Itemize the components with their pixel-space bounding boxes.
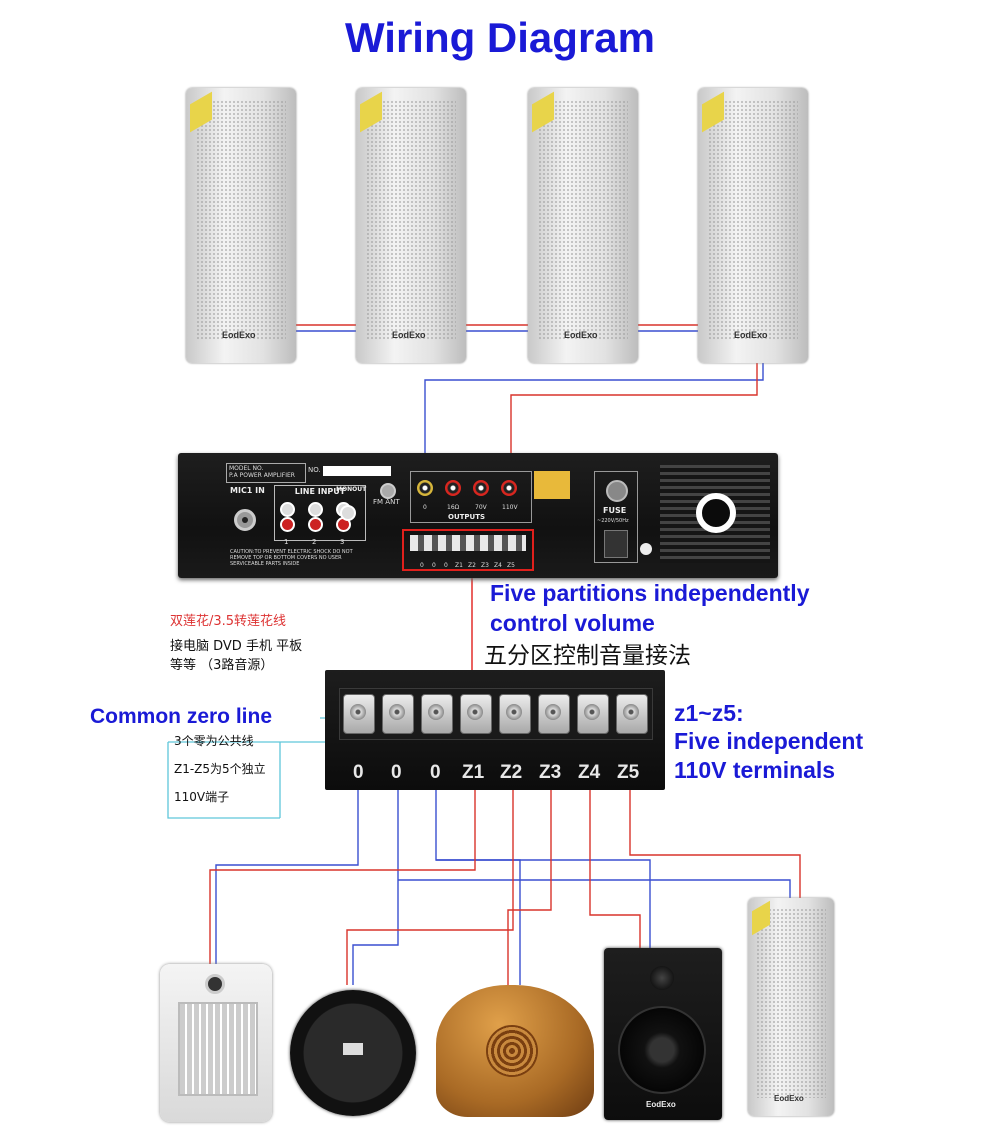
speaker-brand: EodExo xyxy=(392,330,426,340)
z-terminals-line1: z1~z5: xyxy=(674,700,744,726)
terminal-screw-z2[interactable] xyxy=(499,694,531,734)
terminal-label: Z4 xyxy=(578,762,601,783)
terminal-label: 0 xyxy=(391,762,402,783)
terminal-screw-0b[interactable] xyxy=(382,694,414,734)
sources-note-line1: 接电脑 DVD 手机 平板 xyxy=(170,639,303,654)
fm-ant-label: FM ANT xyxy=(373,498,400,506)
line-channel-2: 2 xyxy=(312,538,317,546)
line-input-label: LINE INPUT xyxy=(294,487,346,496)
five-partitions-line1: Five partitions independently xyxy=(490,580,810,606)
mini-terminal-strip xyxy=(402,529,534,571)
terminal-label: 0 xyxy=(353,762,364,783)
fuse-label: FUSE xyxy=(603,506,627,515)
tap-label: 70V xyxy=(475,504,487,511)
terminal-label: Z3 xyxy=(539,762,562,783)
column-speaker-1: EodExo xyxy=(186,88,296,363)
serial-sticker xyxy=(323,466,391,476)
wall-mount-speaker xyxy=(160,964,272,1122)
five-partitions-cn: 五分区控制音量接法 xyxy=(484,643,691,669)
fuse-holder[interactable] xyxy=(606,480,628,502)
outputs-label: OUTPUTS xyxy=(448,513,486,521)
zone-wires xyxy=(209,740,801,985)
fuse-panel: FUSE ~220V/50Hz xyxy=(594,471,638,563)
column-speaker-2: EodExo xyxy=(356,88,466,363)
mini-label: Z3 xyxy=(481,562,489,569)
model-value: P.A POWER AMPLIFIER xyxy=(229,472,295,479)
common-zero-label: Common zero line xyxy=(90,705,273,728)
common-zero-cn-line1: 3个零为公共线 xyxy=(174,734,254,748)
terminal-screw-z3[interactable] xyxy=(538,694,570,734)
rca-cable-note: 双莲花/3.5转莲花线 xyxy=(170,614,287,629)
monout-jack[interactable] xyxy=(340,505,356,521)
fuse-rating: ~220V/50Hz xyxy=(597,518,629,524)
rca-jack-red[interactable] xyxy=(280,517,295,532)
top-speaker-row: EodExo EodExo EodExo EodExo xyxy=(0,0,1000,380)
rca-jack-red[interactable] xyxy=(308,517,323,532)
terminal-label: Z1 xyxy=(462,762,485,783)
speaker-brand: EodExo xyxy=(774,1094,804,1103)
tap-label: 110V xyxy=(502,504,518,511)
terminal-screw-0c[interactable] xyxy=(421,694,453,734)
tap-terminal-110v[interactable] xyxy=(501,480,517,496)
column-speaker-3: EodExo xyxy=(528,88,638,363)
line-input-group: LINE INPUT xyxy=(274,485,366,541)
terminal-block xyxy=(325,670,665,790)
mini-label: Z4 xyxy=(494,562,502,569)
terminal-screw-z4[interactable] xyxy=(577,694,609,734)
mini-label: Z1 xyxy=(455,562,463,569)
speaker-brand: EodExo xyxy=(646,1100,676,1109)
output-taps: 0 16Ω 70V 110V xyxy=(410,471,532,523)
rca-jack-white[interactable] xyxy=(280,502,295,517)
speaker-brand: EodExo xyxy=(734,330,768,340)
common-zero-cn-line2: Z1-Z5为5个独立 xyxy=(174,762,266,776)
z-terminals-line2: Five independent xyxy=(674,728,864,754)
power-indicator xyxy=(640,543,652,555)
column-speaker-small: EodExo xyxy=(748,898,834,1116)
mini-label: 0 xyxy=(432,562,436,569)
model-plate: MODEL NO. P.A POWER AMPLIFIER xyxy=(226,463,306,483)
line-channel-1: 1 xyxy=(284,538,289,546)
common-zero-cn-line3: 110V端子 xyxy=(174,790,230,804)
terminal-screw-z1[interactable] xyxy=(460,694,492,734)
tap-terminal-70v[interactable] xyxy=(473,480,489,496)
fan-grille xyxy=(660,465,770,563)
monout-label: MONOUT xyxy=(336,486,367,493)
line-channel-3: 3 xyxy=(340,538,345,546)
terminal-label: Z5 xyxy=(617,762,640,783)
rock-speaker xyxy=(436,985,594,1117)
mini-label: 0 xyxy=(420,562,424,569)
warning-sticker xyxy=(534,471,570,499)
amplifier-rear-panel: MODEL NO. P.A POWER AMPLIFIER NO. MIC1 I… xyxy=(178,453,778,578)
diagram-title: Wiring Diagram xyxy=(345,14,655,61)
caution-text: CAUTION:TO PREVENT ELECTRIC SHOCK DO NOT… xyxy=(230,549,353,567)
speaker-brand: EodExo xyxy=(222,330,256,340)
sources-note-line2: 等等 （3路音源） xyxy=(170,658,274,673)
terminal-screw-0a[interactable] xyxy=(343,694,375,734)
column-speaker-4: EodExo xyxy=(698,88,808,363)
mini-label: Z2 xyxy=(468,562,476,569)
tap-label: 0 xyxy=(423,504,427,511)
terminal-label: Z2 xyxy=(500,762,523,783)
z-terminals-line3: 110V terminals xyxy=(674,757,836,783)
tap-label: 16Ω xyxy=(447,504,460,511)
power-socket[interactable] xyxy=(604,530,628,558)
terminal-label: 0 xyxy=(430,762,441,783)
mini-label: 0 xyxy=(444,562,448,569)
top-speaker-wires xyxy=(295,324,764,480)
bookshelf-speaker: EodExo xyxy=(604,948,722,1120)
tap-terminal-16ohm[interactable] xyxy=(445,480,461,496)
rca-jack-white[interactable] xyxy=(308,502,323,517)
mic-in-label: MIC1 IN xyxy=(230,486,265,495)
mini-label: Z5 xyxy=(507,562,515,569)
speaker-brand: EodExo xyxy=(564,330,598,340)
terminal-screw-z5[interactable] xyxy=(616,694,648,734)
model-label: MODEL NO. xyxy=(229,465,264,472)
five-partitions-line2: control volume xyxy=(490,610,655,636)
tap-terminal-0[interactable] xyxy=(417,480,433,496)
fm-antenna-jack[interactable] xyxy=(380,483,396,499)
ceiling-speaker xyxy=(290,990,416,1116)
serial-label: NO. xyxy=(308,466,321,474)
mic-jack[interactable] xyxy=(234,509,256,531)
